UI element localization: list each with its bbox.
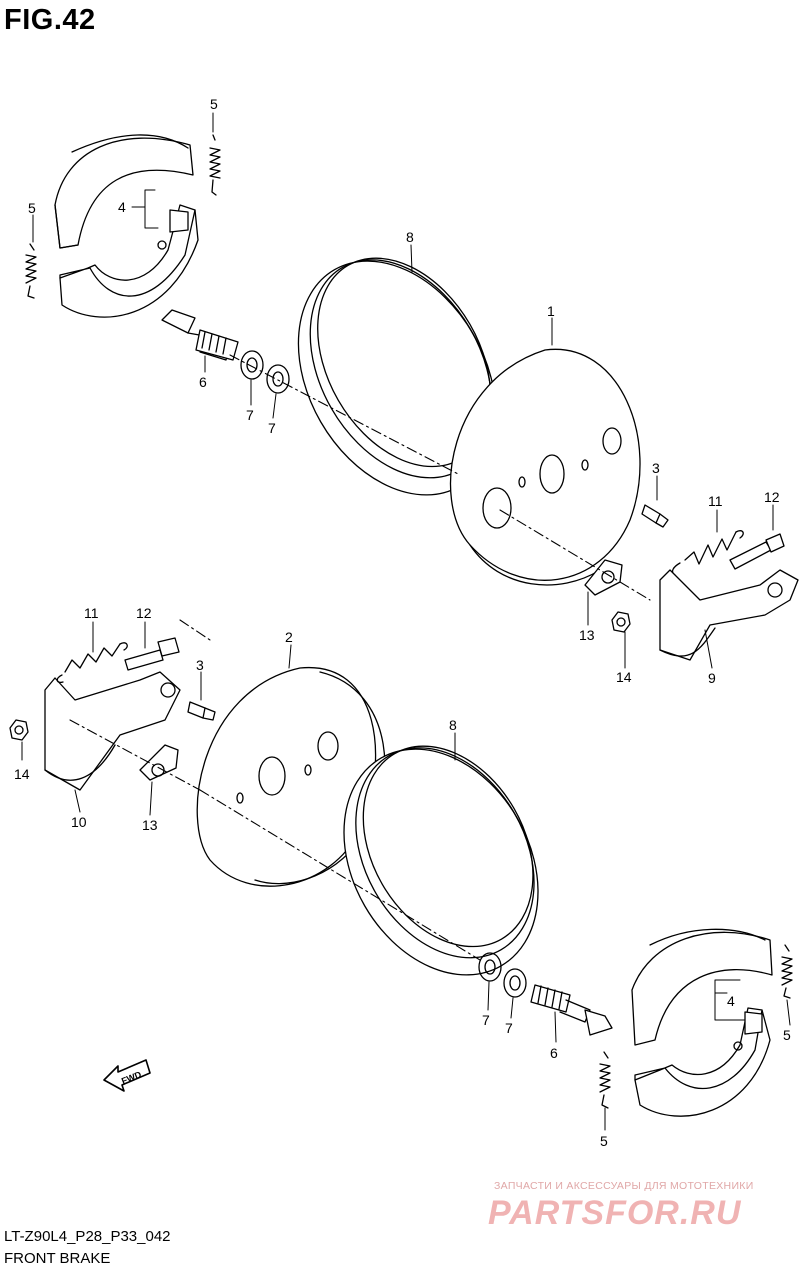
washer-7-upper-b: [266, 364, 290, 394]
brake-arm-9: [659, 569, 799, 661]
callout-13: 13: [142, 817, 158, 833]
spring-5-lower-right: [781, 944, 793, 999]
callout-11: 11: [708, 493, 723, 509]
callout-9: 9: [708, 670, 716, 686]
callout-6: 6: [199, 374, 207, 390]
spring-5-upper-right: [209, 134, 221, 196]
spring-5-lower-bottom: [599, 1051, 611, 1109]
callout-7: 7: [268, 420, 276, 436]
callout-4: 4: [727, 993, 735, 1009]
callout-2: 2: [285, 629, 293, 645]
brake-shoe-upper: [54, 134, 199, 318]
callout-3: 3: [196, 657, 204, 673]
callout-14: 14: [616, 669, 632, 685]
brake-panel-upper: [450, 348, 641, 586]
washer-7-lower-b: [503, 968, 527, 998]
callout-11: 11: [84, 605, 99, 621]
nut-14-upper: [611, 611, 631, 633]
washer-13-lower: [139, 744, 179, 781]
callout-7: 7: [246, 407, 254, 423]
brake-cam-lower: [530, 984, 613, 1036]
callout-4: 4: [118, 199, 126, 215]
callout-5: 5: [600, 1133, 608, 1149]
diagram-subtitle: FRONT BRAKE: [4, 1250, 111, 1267]
bolt-3-lower: [187, 701, 216, 721]
brake-cam-upper: [161, 309, 239, 361]
bolt-12-lower: [124, 637, 180, 671]
washer-7-lower-a: [478, 952, 502, 982]
callout-12: 12: [764, 489, 780, 505]
centerlines: [69, 354, 651, 961]
callout-12: 12: [136, 605, 152, 621]
figure-title: FIG.42: [4, 4, 96, 36]
spring-11-upper: [671, 530, 744, 576]
nut-14-lower: [9, 719, 29, 741]
callout-8: 8: [449, 717, 457, 733]
callout-7: 7: [505, 1020, 513, 1036]
callout-6: 6: [550, 1045, 558, 1061]
spring-5-upper-left: [25, 243, 37, 299]
callout-5: 5: [210, 96, 218, 112]
diagram-code: LT-Z90L4_P28_P33_042: [4, 1228, 171, 1245]
fwd-arrow-icon: [103, 1059, 151, 1092]
callout-labels: 5 4 5 6 7 7 8 1 3 11 12 13 14 9 11 12 3 …: [14, 96, 791, 1149]
bolt-3-upper: [641, 504, 669, 528]
callout-8: 8: [406, 229, 414, 245]
washer-7-upper-a: [240, 350, 264, 380]
seal-ring-lower: [343, 745, 539, 976]
leader-lines: [21, 112, 791, 1131]
bolt-12-upper: [729, 533, 785, 570]
watermark-brand: PARTSFOR.RU: [488, 1194, 742, 1232]
callout-1: 1: [547, 303, 555, 319]
callout-5: 5: [28, 200, 36, 216]
watermark-tagline: ЗАПЧАСТИ И АКСЕССУАРЫ ДЛЯ МОТОТЕХНИКИ: [494, 1180, 754, 1192]
washer-13-upper: [584, 559, 623, 596]
brake-arm-10: [44, 671, 181, 791]
brake-shoe-lower: [631, 928, 773, 1117]
callout-5: 5: [783, 1027, 791, 1043]
callout-10: 10: [71, 814, 87, 830]
callout-13: 13: [579, 627, 595, 643]
callout-7: 7: [482, 1012, 490, 1028]
spring-11-lower: [56, 642, 128, 684]
callout-3: 3: [652, 460, 660, 476]
callout-14: 14: [14, 766, 30, 782]
